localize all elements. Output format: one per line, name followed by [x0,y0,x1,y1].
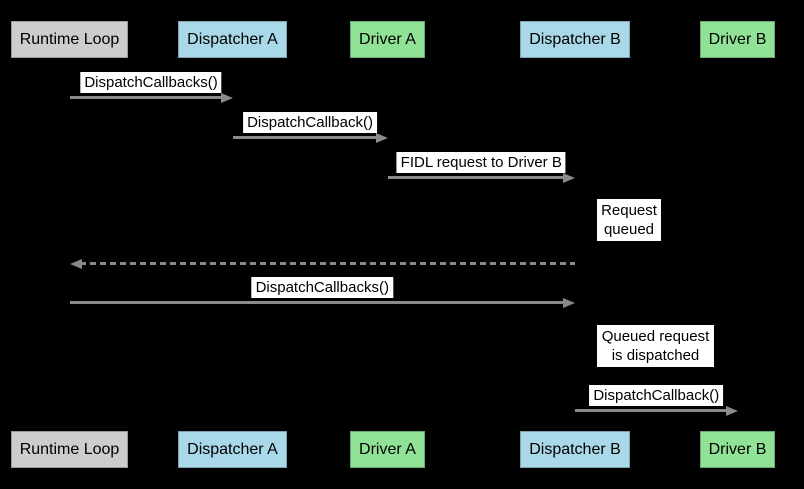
note-queued-request-is-dispatched: Queued request is dispatched [597,325,714,367]
message-label-dispatchcallback: DispatchCallback() [589,385,724,406]
actor-box-driver-a-bottom: Driver A [350,431,425,468]
message-label-dispatchcallbacks: DispatchCallbacks() [80,72,222,93]
arrow-line-dispatcher-b-to-driver-b [575,409,728,412]
message-label-fidl-request-to-driver-b: FIDL request to Driver B [396,152,566,173]
note-request-queued: Request queued [597,199,661,241]
arrow-line-runtime-loop-to-dispatcher-a [69,96,223,99]
actor-box-driver-b-top: Driver B [700,21,775,58]
arrow-line-dispatcher-b-to-runtime-loop [79,262,575,265]
arrow-line-runtime-loop-to-dispatcher-b [69,301,565,304]
actor-box-dispatcher-a-top: Dispatcher A [178,21,287,58]
actor-box-driver-a-top: Driver A [350,21,425,58]
arrow-head-runtime-loop-to-dispatcher-b [563,297,575,308]
arrow-line-driver-a-to-dispatcher-b [387,176,565,179]
arrow-head-driver-a-to-dispatcher-b [563,172,575,183]
actor-box-dispatcher-b-bottom: Dispatcher B [520,431,630,468]
message-label-dispatchcallback: DispatchCallback() [243,112,377,133]
arrow-head-dispatcher-a-to-driver-a [375,132,388,143]
actor-box-driver-b-bottom: Driver B [700,431,775,468]
arrow-head-dispatcher-b-to-runtime-loop [69,258,82,269]
actor-box-dispatcher-b-top: Dispatcher B [520,21,630,58]
arrow-head-runtime-loop-to-dispatcher-a [220,92,233,103]
arrow-head-dispatcher-b-to-driver-b [725,405,738,416]
message-label-dispatchcallbacks: DispatchCallbacks() [251,277,393,298]
arrow-line-dispatcher-a-to-driver-a [232,136,378,139]
actor-box-runtime-loop-top: Runtime Loop [11,21,128,58]
actor-box-dispatcher-a-bottom: Dispatcher A [178,431,287,468]
actor-box-runtime-loop-bottom: Runtime Loop [11,431,128,468]
